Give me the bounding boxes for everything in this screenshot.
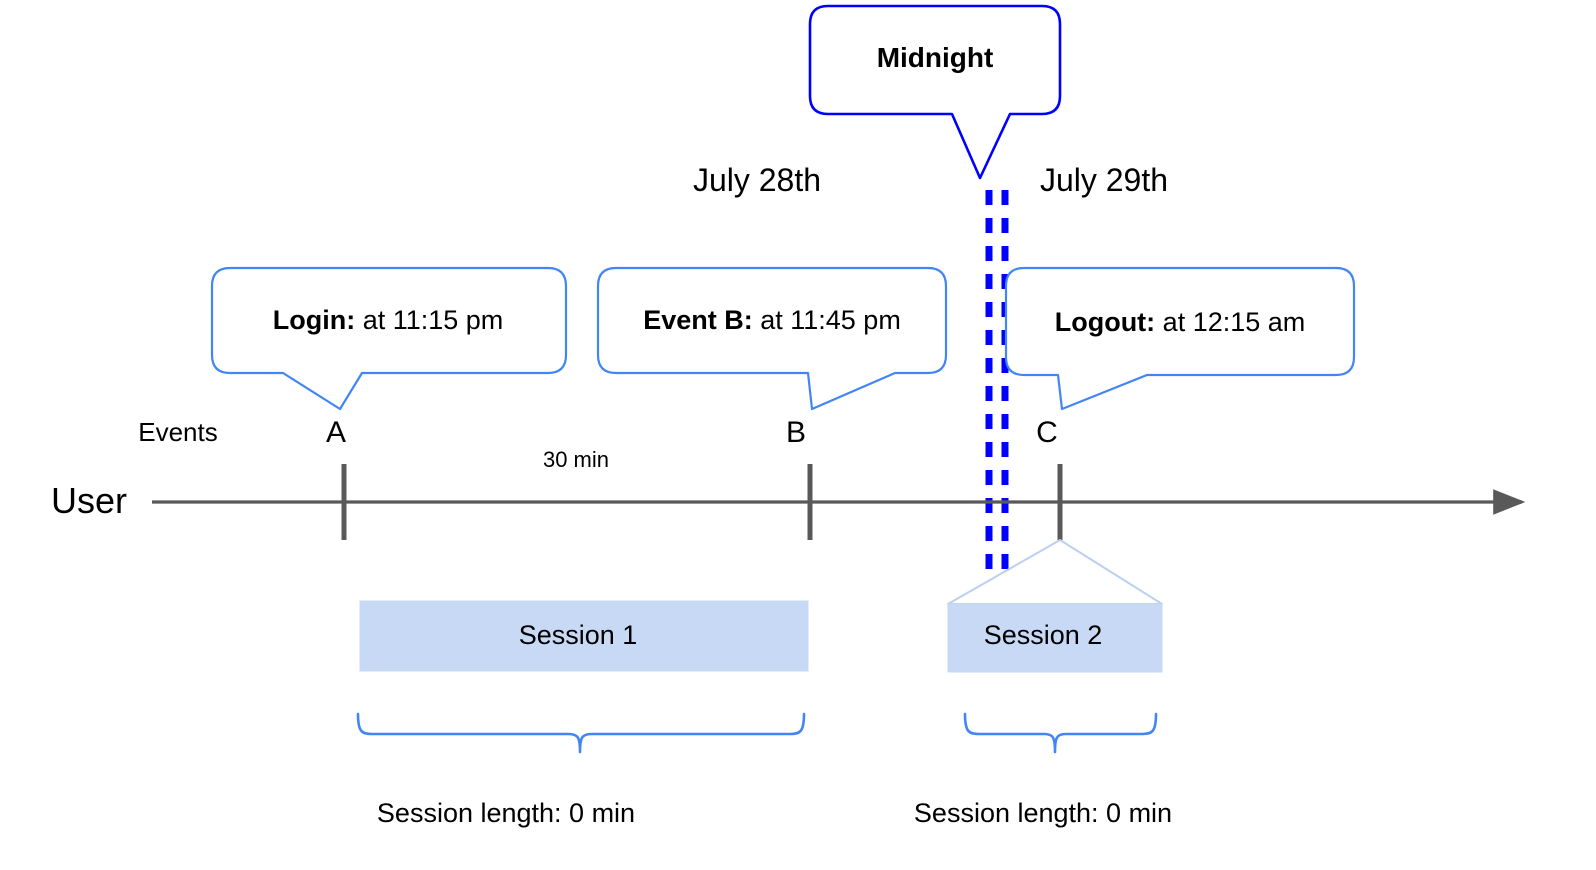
callout-login-path	[210, 266, 568, 411]
callout-eventb-detail: at 11:45 pm	[752, 305, 901, 335]
callout-logout-shape	[1004, 266, 1356, 411]
session-2-label: Session 2	[983, 620, 1103, 650]
callout-logout-detail: at 12:15 am	[1155, 307, 1306, 337]
callout-login-lead: Login:	[272, 305, 356, 335]
axis-label-events: Events	[138, 417, 218, 447]
session-2-shape	[947, 539, 1163, 673]
midnight-label: Midnight	[876, 42, 994, 73]
date-label-july-29: July 29th	[1039, 162, 1169, 198]
session-1-brace-path	[356, 712, 806, 754]
callout-logout-path	[1004, 266, 1356, 411]
session-2-peak	[947, 539, 1163, 605]
midnight-divider-lines	[985, 190, 1009, 578]
callout-login-detail: at 11:15 pm	[355, 305, 504, 335]
callout-eventb-lead: Event B:	[643, 305, 753, 335]
date-label-july-28: July 28th	[692, 162, 822, 198]
midnight-callout-shape	[808, 4, 1062, 180]
session-1-length-label: Session length: 0 min	[376, 798, 636, 828]
event-letter-c: C	[1036, 416, 1058, 449]
callout-eventb-shape	[596, 266, 948, 411]
session-2-length-label: Session length: 0 min	[913, 798, 1173, 828]
callout-eventb-text: Event B: at 11:45 pm	[643, 307, 901, 334]
session-1-brace	[356, 712, 806, 754]
axis-label-user: User	[50, 480, 128, 521]
event-letter-a: A	[325, 416, 347, 449]
callout-logout-lead: Logout:	[1054, 307, 1156, 337]
session-2-brace	[963, 712, 1158, 754]
callout-login-shape	[210, 266, 568, 411]
session-2-brace-path	[963, 712, 1158, 754]
callout-eventb-path	[596, 266, 948, 411]
callout-logout-text: Logout: at 12:15 am	[1055, 309, 1306, 336]
midnight-bubble-path	[808, 4, 1062, 180]
event-ticks	[341, 464, 1063, 540]
callout-login-text: Login: at 11:15 pm	[273, 307, 504, 334]
session-1-label: Session 1	[518, 620, 638, 650]
duration-label-30min: 30 min	[542, 447, 610, 472]
event-letter-b: B	[785, 416, 807, 449]
